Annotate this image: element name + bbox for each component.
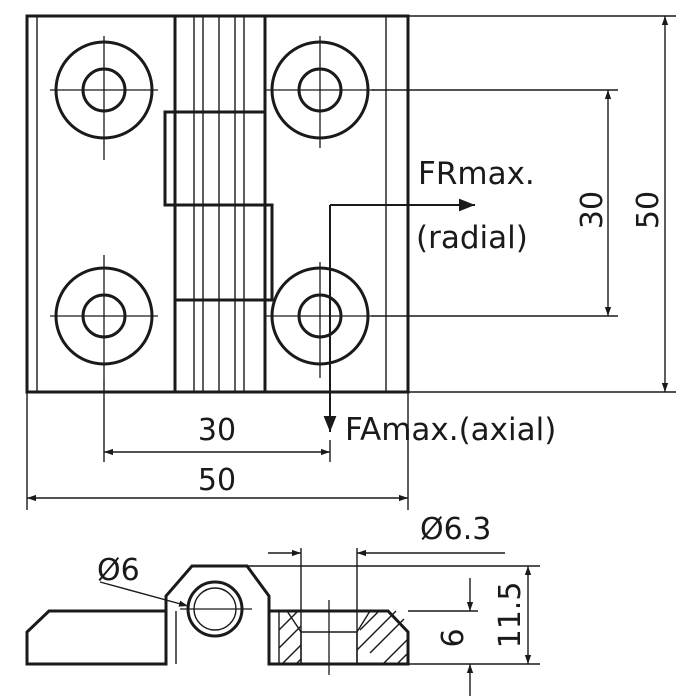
hinge-front-view: [25, 14, 410, 394]
hole-diameter-label: Ø6.3: [420, 512, 491, 547]
dim-hole-spacing-h-label: 30: [198, 413, 236, 448]
right-leaf-section: [267, 609, 410, 666]
pin-diameter-label: Ø6: [97, 553, 140, 588]
axial-force-label: FAmax.(axial): [345, 412, 556, 448]
dimension-hole-spacing-vertical: [372, 89, 618, 317]
mounting-hole-bottom-right: [266, 262, 374, 378]
left-leaf-section: [25, 609, 168, 666]
radial-force-subtitle: (radial): [416, 220, 528, 256]
hinge-side-view: [25, 564, 410, 675]
knuckle-section: [164, 564, 271, 664]
dimension-hole-diameter: [268, 548, 505, 664]
dimension-pin-diameter: [99, 581, 189, 607]
dim-total-height-label: 11.5: [493, 582, 528, 649]
dimension-hole-spacing-horizontal: [103, 380, 331, 462]
mounting-hole-bottom-left: [50, 255, 158, 380]
dimension-height: [408, 15, 676, 393]
hinge-knuckle: [163, 16, 274, 392]
dimension-total-height: [247, 565, 540, 664]
dimension-leaf-height: [408, 578, 540, 696]
dim-width-label: 50: [198, 463, 236, 498]
dim-hole-spacing-v-label: 30: [575, 191, 610, 229]
dimension-width: [26, 392, 409, 510]
dim-height-label: 50: [631, 191, 666, 229]
radial-force-label: FRmax.: [418, 156, 535, 192]
mounting-hole-top-left: [50, 36, 158, 160]
dim-leaf-height-label: 6: [436, 628, 471, 647]
mounting-hole-top-right: [266, 36, 374, 148]
